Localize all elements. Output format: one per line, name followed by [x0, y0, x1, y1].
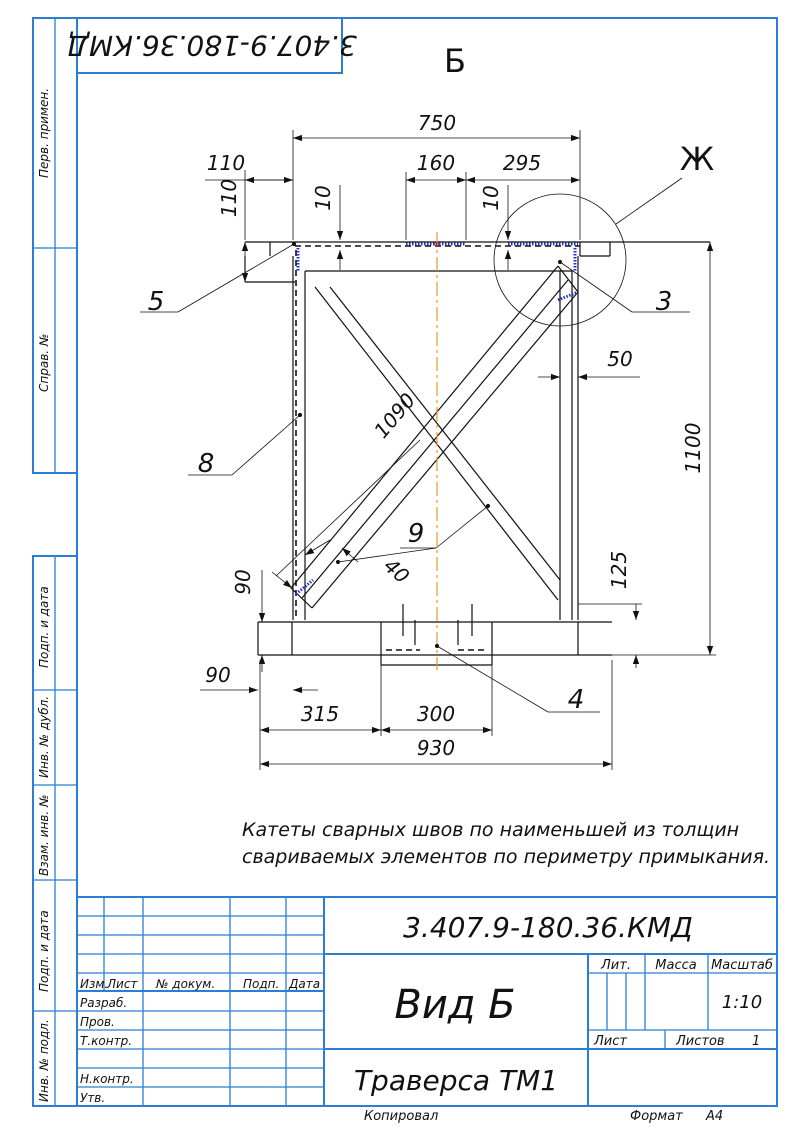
dim-750: 750 — [418, 111, 456, 135]
dim-40: 40 — [379, 553, 414, 588]
lit-label: Лит. — [600, 958, 631, 973]
sheets-value: 1 — [752, 1034, 760, 1049]
dim-1090: 1090 — [369, 388, 420, 442]
rotated-code-box: 3.407.9-180.36.КМД — [67, 17, 357, 74]
role-ncontr: Н.контр. — [80, 1072, 134, 1086]
callout-5: 5 — [148, 287, 165, 317]
dimensions: 750 110 110 160 295 10 10 50 1100 — [200, 111, 716, 770]
dim-90-h: 90 — [205, 663, 230, 687]
dim-10-a: 10 — [311, 185, 335, 210]
footer-copied: Копировал — [364, 1109, 438, 1124]
view-label: Б — [444, 42, 466, 80]
sheet-title: Вид Б — [394, 982, 515, 1028]
callouts: Ж 5 3 8 9 4 — [140, 140, 714, 715]
sheet-label: Лист — [593, 1034, 627, 1049]
role-tcontr: Т.контр. — [80, 1034, 132, 1048]
note-line-2: свариваемых элементов по периметру примы… — [242, 846, 770, 868]
role-approve: Утв. — [80, 1091, 105, 1105]
side-stamp: Перв. примен. Справ. № Подп. и дата Инв.… — [32, 17, 78, 1107]
footer-format-value: А4 — [705, 1109, 723, 1124]
callout-8: 8 — [198, 449, 215, 479]
stamp-podp-data-2: Подп. и дата — [37, 910, 51, 992]
stamp-perv-primen: Перв. примен. — [37, 88, 51, 178]
col-sign: Подп. — [243, 977, 279, 991]
stamp-vzam-inv: Взам. инв. № — [37, 795, 51, 876]
dim-90-v: 90 — [231, 569, 255, 594]
title-block: Изм. Лист № докум. Подп. Дата Разраб. Пр… — [76, 896, 778, 1107]
stamp-podp-data-1: Подп. и дата — [37, 586, 51, 668]
dim-110-h: 110 — [207, 151, 245, 175]
col-doc: № докум. — [155, 977, 215, 991]
mass-label: Масса — [655, 958, 696, 973]
footer-format: Формат — [630, 1109, 683, 1124]
stamp-sprav-no: Справ. № — [37, 334, 51, 392]
role-dev: Разраб. — [80, 996, 127, 1010]
rotated-doc-code: 3.407.9-180.36.КМД — [67, 29, 357, 62]
note-line-1: Катеты сварных швов по наименьшей из тол… — [242, 819, 739, 841]
dim-160: 160 — [417, 151, 455, 175]
col-list: Лист — [106, 977, 138, 991]
dim-930: 930 — [417, 736, 455, 760]
dim-50: 50 — [607, 347, 632, 371]
dim-110-v: 110 — [217, 179, 241, 217]
drawing — [244, 177, 710, 670]
dim-1100: 1100 — [681, 423, 705, 474]
dim-10-b: 10 — [479, 185, 503, 210]
node-label: Ж — [680, 140, 714, 178]
title-doc-code: 3.407.9-180.36.КМД — [403, 911, 693, 944]
col-date: Дата — [288, 977, 320, 991]
dim-125: 125 — [607, 551, 631, 589]
assembly-name: Траверса ТМ1 — [354, 1064, 558, 1097]
dim-300: 300 — [417, 702, 455, 726]
dim-295: 295 — [503, 151, 541, 175]
callout-4: 4 — [568, 685, 585, 715]
callout-3: 3 — [656, 287, 673, 317]
scale-value: 1:10 — [722, 992, 762, 1013]
callout-9: 9 — [408, 519, 425, 549]
sheets-label: Листов — [675, 1034, 725, 1049]
col-izm: Изм. — [80, 977, 108, 991]
dim-315: 315 — [301, 702, 339, 726]
role-check: Пров. — [80, 1015, 115, 1029]
scale-label: Масштаб — [711, 958, 773, 973]
stamp-inv-podl: Инв. № подл. — [37, 1019, 51, 1102]
stamp-inv-dubl: Инв. № дубл. — [37, 696, 51, 778]
